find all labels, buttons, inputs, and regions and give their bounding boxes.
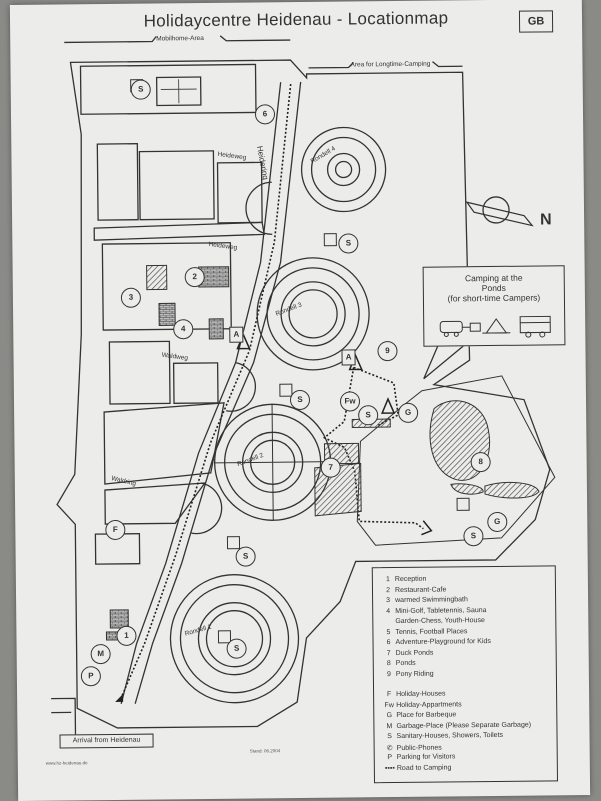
legend-text: Public-Phones	[397, 744, 442, 751]
legend-key: 6	[382, 639, 396, 646]
legend-item: Garden-Chess, Youth-House	[381, 617, 485, 625]
north-label: N	[540, 211, 552, 229]
legend-key: F	[382, 691, 396, 698]
marker-s: S	[358, 405, 378, 425]
legend-text: Duck Ponds	[396, 649, 434, 656]
legend-text: Adventure-Playground for Kids	[396, 638, 491, 646]
legend-text: Tennis, Football Places	[395, 628, 467, 636]
marker-a: A	[229, 327, 243, 343]
legend-text: Holiday-Appartments	[396, 701, 461, 709]
legend-key: G	[382, 712, 396, 719]
legend-key: 8	[382, 660, 396, 667]
legend-key: 3	[381, 597, 395, 604]
marker-n9: 9	[377, 341, 397, 361]
legend-key: M	[382, 723, 396, 730]
marker-g: G	[398, 403, 418, 423]
legend-text: warmed Swimmingbath	[395, 596, 468, 604]
legend-key: 7	[382, 650, 396, 657]
legend-text: Parking for Visitors	[397, 753, 456, 761]
marker-s: S	[338, 233, 358, 253]
legend-key: 2	[381, 587, 395, 594]
marker-p: P	[81, 666, 101, 686]
legend-text: Reception	[395, 576, 427, 583]
legend-text: Mini-Golf, Tabletennis, Sauna	[395, 607, 486, 615]
marker-n7: 7	[321, 458, 341, 478]
marker-f: F	[105, 520, 125, 540]
legend-text: Garden-Chess, Youth-House	[395, 617, 485, 625]
legend-key: P	[383, 754, 397, 761]
ponds-callout: Camping at the Ponds (for short-time Cam…	[423, 265, 566, 346]
legend-text: Ponds	[396, 660, 416, 667]
legend-item: ▪▪▪▪Road to Camping	[383, 764, 452, 772]
legend-key: 9	[382, 671, 396, 678]
map-sheet: Holidaycentre Heidenau - Locationmap GB …	[10, 0, 590, 801]
legend-text: Restaurant-Cafe	[395, 586, 446, 594]
date-note: Stand: 06.2004	[250, 748, 281, 753]
legend-key: S	[382, 733, 396, 740]
marker-s: S	[290, 390, 310, 410]
marker-m: M	[91, 644, 111, 664]
legend-text: Sanitary-Houses, Showers, Toilets	[396, 732, 503, 740]
legend-key: Fw	[382, 702, 396, 709]
marker-s: S	[226, 639, 246, 659]
legend-key: 4	[381, 608, 395, 615]
legend-item: ✆Public-Phones	[383, 743, 442, 752]
marker-fw: Fw	[340, 391, 360, 411]
marker-n2: 2	[185, 267, 205, 287]
marker-n1: 1	[116, 626, 136, 646]
marker-n3: 3	[121, 288, 141, 308]
legend-text: Place for Barbeque	[396, 711, 456, 719]
marker-s: S	[236, 546, 256, 566]
vehicle-icons	[424, 308, 564, 343]
callout-line-3: (for short-time Campers)	[424, 292, 564, 303]
legend-text: Holiday-Houses	[396, 690, 445, 698]
web-note: www.hz-heidenau.de	[46, 760, 88, 765]
legend-text: Road to Camping	[397, 764, 452, 772]
marker-a: A	[341, 349, 355, 365]
legend-text: Pony Riding	[396, 670, 434, 677]
marker-s: S	[463, 526, 483, 546]
marker-n8: 8	[471, 452, 491, 472]
marker-n6: 6	[255, 104, 275, 124]
legend-key: 5	[381, 629, 395, 636]
marker-s: S	[131, 80, 151, 100]
legend-key: 1	[381, 576, 395, 583]
legend-key: ▪▪▪▪	[383, 765, 397, 772]
arrival-label: Arrival from Heidenau	[59, 734, 153, 749]
marker-g: G	[487, 512, 507, 532]
marker-n4: 4	[173, 319, 193, 339]
legend-key: ✆	[383, 744, 397, 752]
legend-text: Garbage-Place (Please Separate Garbage)	[396, 721, 531, 729]
